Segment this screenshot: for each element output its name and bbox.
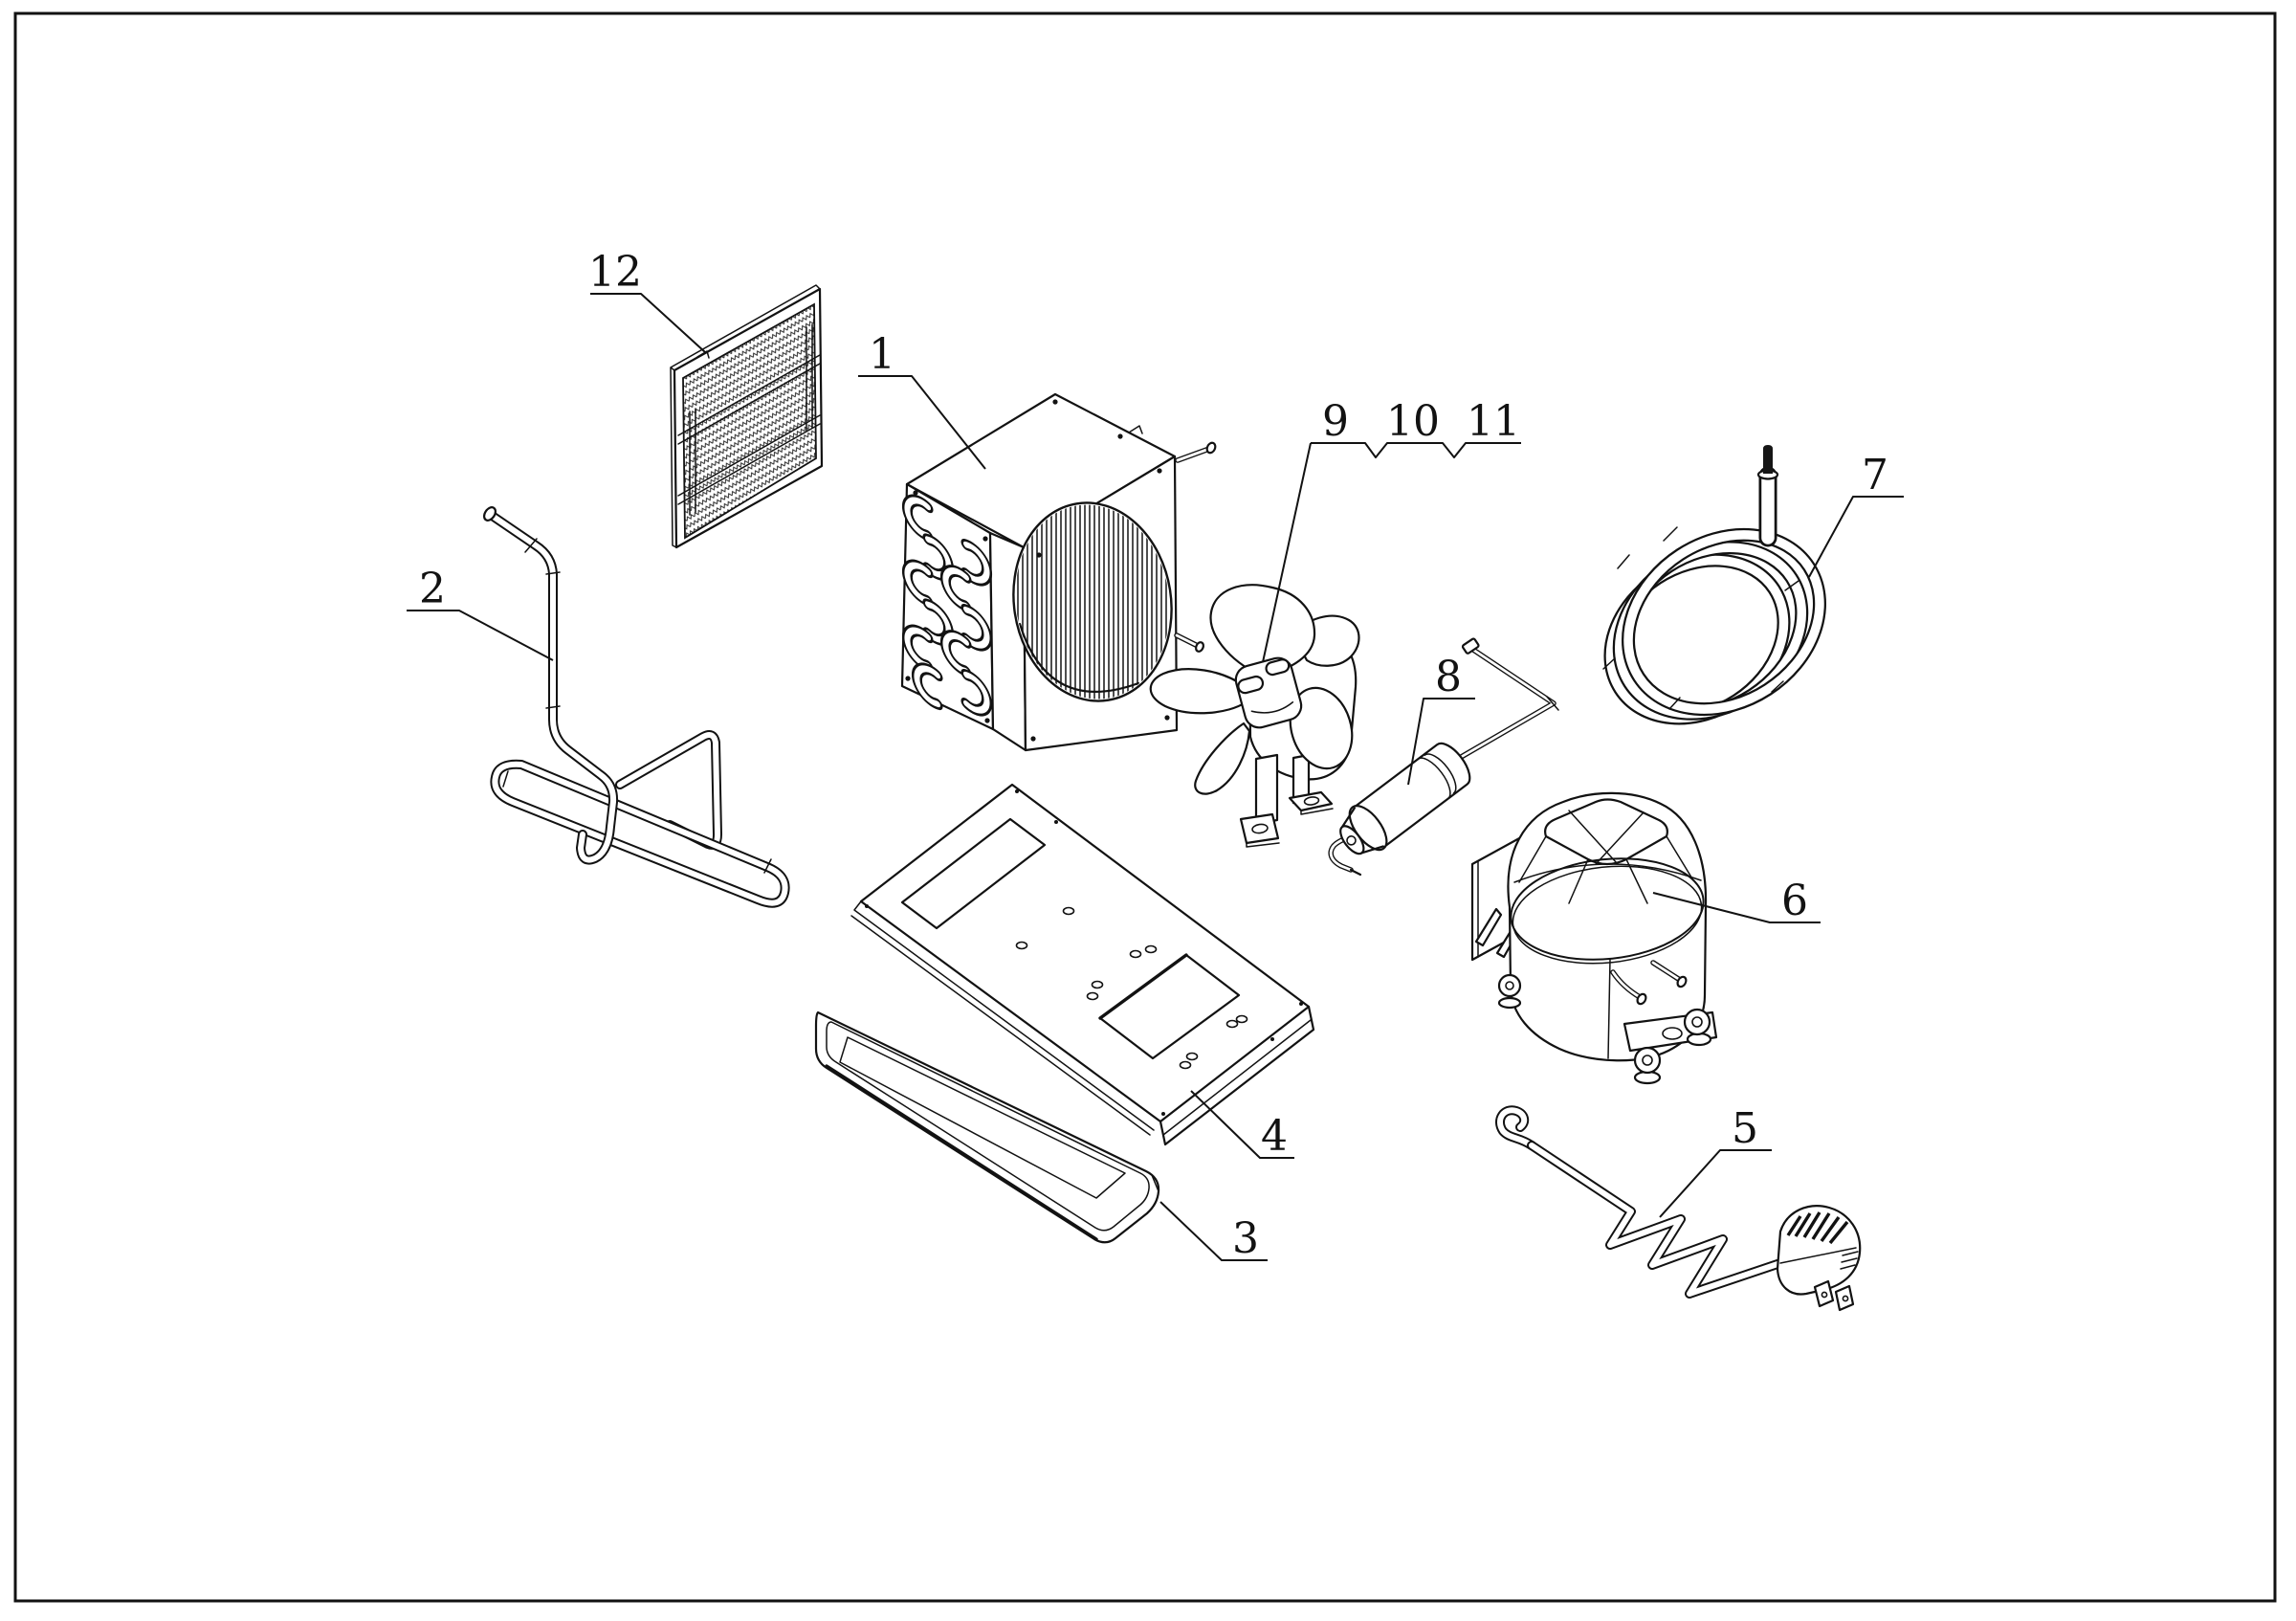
drain-tray-drawing: [814, 1010, 1160, 1244]
callout-label-9: 9: [1322, 397, 1349, 446]
callout-underline-9-10-11: [1311, 442, 1521, 458]
callout-label-5: 5: [1732, 1104, 1758, 1153]
callout-leader-1: [858, 375, 986, 470]
callout-leader-8: [1407, 698, 1475, 786]
power-cord-drawing: [1495, 1105, 1862, 1312]
fan-assembly-drawing: [1149, 584, 1360, 848]
compressor-drawing: [1470, 791, 1718, 1085]
callout-label-11: 11: [1467, 397, 1520, 446]
callout-leader-3: [1159, 1201, 1268, 1261]
condenser-coil-drawing: [900, 392, 1217, 752]
fan-hub: [1234, 656, 1303, 729]
callout-label-8: 8: [1435, 653, 1462, 701]
callout-label-12: 12: [588, 248, 642, 297]
callout-label-7: 7: [1862, 451, 1888, 500]
callout-label-6: 6: [1781, 877, 1808, 925]
callout-leader-2: [407, 610, 554, 661]
callout-leader-12: [590, 293, 706, 353]
compressor-feet: [1497, 973, 1718, 1085]
fan-bracket-drawing: [1239, 753, 1334, 848]
grille-panel-drawing: [670, 284, 824, 549]
filter-drier-drawing: [1328, 637, 1559, 877]
callout-label-4: 4: [1261, 1112, 1288, 1161]
plug-drawing: [1776, 1205, 1862, 1312]
drawing-frame-border: [13, 11, 2277, 1603]
screw-dots: [905, 399, 1170, 742]
callout-leader-5: [1659, 1149, 1772, 1218]
wire-tube-frame-drawing: [483, 506, 790, 908]
callout-label-3: 3: [1232, 1214, 1259, 1263]
fan-opening-fins: [1017, 495, 1167, 709]
callout-leader-7: [1808, 496, 1904, 578]
callout-leader-6: [1652, 892, 1821, 923]
callout-label-1: 1: [869, 330, 895, 379]
callout-label-10: 10: [1386, 397, 1440, 446]
fan-blade-drawing: [1149, 584, 1360, 795]
callout-label-2: 2: [419, 565, 446, 613]
plate-holes: [865, 789, 1303, 1116]
callout-leader-4: [1190, 1090, 1294, 1159]
base-plate-drawing: [850, 783, 1315, 1146]
callout-leader-9: [1262, 442, 1312, 663]
coiled-tube-drawing: [1602, 445, 1826, 725]
